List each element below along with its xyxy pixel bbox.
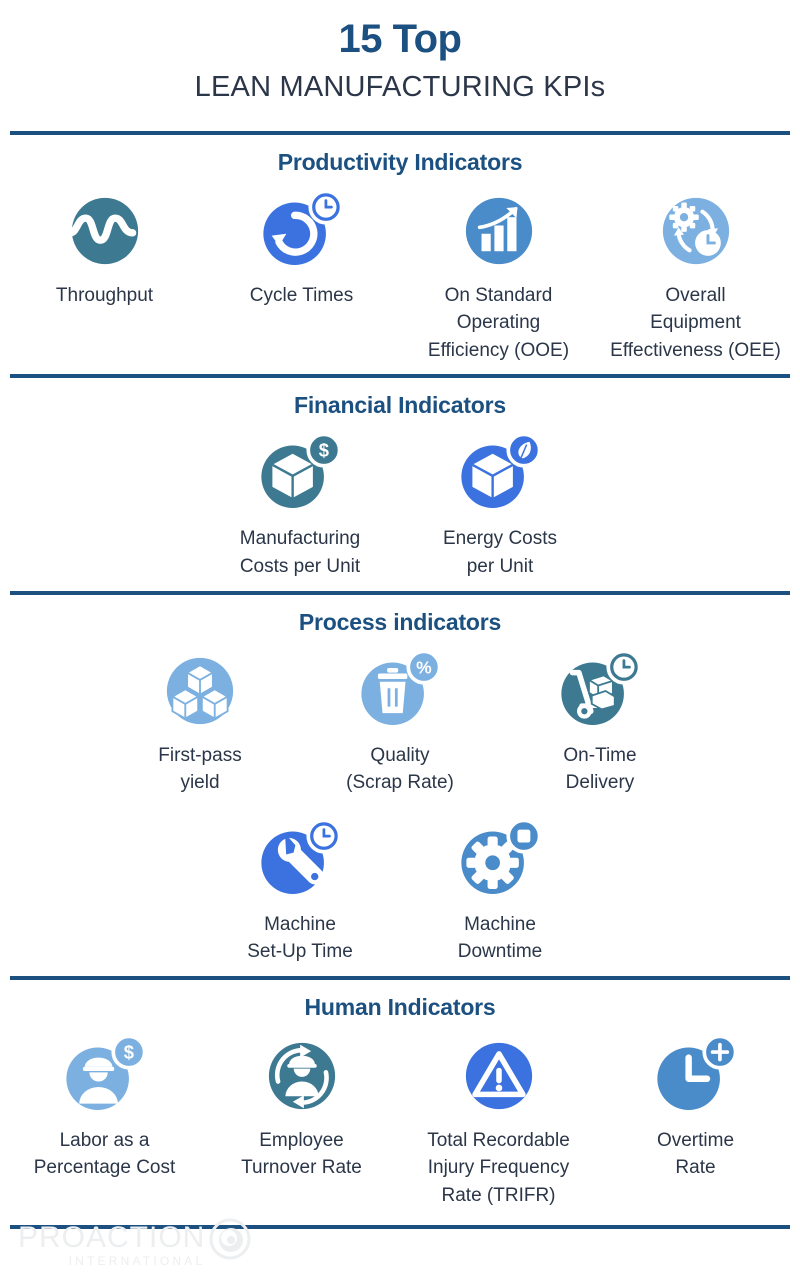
cube-icon (454, 433, 546, 513)
kpi-label: Manufacturing Costs per Unit (239, 528, 361, 577)
footer: PROACTION INTERNATIONAL (0, 1206, 800, 1278)
page-title: 15 Top (338, 17, 462, 61)
divider (10, 590, 790, 595)
kpi-row: $ Manufacturing Costs per Unit Energy Cost… (0, 433, 800, 580)
page-subtitle: LEAN MANUFACTURING KPIs (194, 71, 606, 103)
section-title: Process indicators (298, 608, 502, 635)
kpi-label: Quality (Scrap Rate) (346, 744, 454, 794)
divider (10, 374, 790, 379)
kpi-label: Overall Equipment Effectiveness (OEE) (610, 284, 781, 361)
kpi-label: First-pass yield (158, 744, 242, 794)
stacked-cubes-icon (154, 652, 246, 730)
kpi-label: Throughput (55, 284, 154, 306)
proaction-logo: PROACTION INTERNATIONAL (18, 1218, 251, 1267)
kpi-label: Overtime Rate (656, 1129, 735, 1179)
svg-text:%: % (416, 657, 432, 677)
circular-arrow-icon (256, 189, 348, 270)
logo-spiral-icon (209, 1218, 251, 1265)
kpi-item[interactable]: Energy Costs per Unit (400, 433, 600, 580)
section-3: Human Indicators $ Labor as a Percentage C… (0, 980, 800, 1220)
logo-text: PROACTION INTERNATIONAL (18, 1220, 206, 1268)
warning-triangle-icon (453, 1037, 545, 1115)
gear-cycle-clock-icon (650, 192, 742, 270)
kpi-item[interactable]: On-Time Delivery (500, 649, 700, 797)
kpi-item[interactable]: Employee Turnover Rate (203, 1037, 400, 1182)
kpi-label: Employee Turnover Rate (241, 1129, 362, 1179)
kpi-item[interactable]: Cycle Times (203, 189, 400, 310)
gear-icon (454, 818, 546, 899)
kpi-item[interactable]: Machine Downtime (400, 818, 600, 966)
kpi-item[interactable]: First-pass yield (100, 652, 300, 797)
divider (10, 130, 790, 135)
kpi-label: On-Time Delivery (563, 744, 637, 794)
kpi-item[interactable]: Machine Set-Up Time (200, 818, 400, 966)
kpi-item[interactable]: % Quality (Scrap Rate) (300, 649, 500, 797)
wrench-icon (254, 818, 346, 899)
kpi-item[interactable]: Throughput (6, 192, 203, 310)
section-title: Productivity Indicators (277, 148, 523, 175)
kpi-item[interactable]: $ Manufacturing Costs per Unit (200, 433, 400, 580)
kpi-row: Machine Set-Up Time Machine Downtime (0, 818, 800, 966)
header: 15 Top LEAN MANUFACTURING KPIs (0, 0, 800, 105)
kpi-label: Cycle Times (249, 284, 354, 306)
kpi-row: First-pass yield% Quality (Scrap Rate) On-… (0, 649, 800, 797)
divider (10, 1225, 790, 1230)
divider (10, 975, 790, 980)
svg-text:$: $ (123, 1041, 133, 1062)
kpi-item[interactable]: $ Labor as a Percentage Cost (6, 1034, 203, 1182)
trash-can-icon: % (354, 649, 446, 730)
kpi-label: Machine Downtime (457, 913, 543, 963)
kpi-label: Energy Costs per Unit (442, 528, 558, 577)
section-title: Financial Indicators (294, 392, 506, 419)
clock-icon (650, 1034, 742, 1115)
cube-icon: $ (254, 433, 346, 513)
wave-circle-icon (59, 192, 151, 270)
kpi-label: Total Recordable Injury Frequency Rate (… (427, 1129, 570, 1206)
kpi-label: Machine Set-Up Time (247, 913, 353, 963)
kpi-item[interactable]: Overall Equipment Effectiveness (OEE) (597, 192, 794, 365)
kpi-row: $ Labor as a Percentage Cost Employee Turn… (0, 1034, 800, 1210)
kpi-label: On Standard Operating Efficiency (OOE) (427, 284, 570, 361)
kpi-item[interactable]: On Standard Operating Efficiency (OOE) (400, 192, 597, 365)
kpi-row: Throughput Cycle Times On Standard Operati… (0, 189, 800, 365)
svg-text:$: $ (319, 440, 329, 461)
kpi-label: Labor as a Percentage Cost (33, 1129, 176, 1179)
worker-icon: $ (59, 1034, 151, 1115)
section-title: Human Indicators (304, 993, 496, 1020)
bar-chart-growth-icon (453, 192, 545, 270)
section-1: Financial Indicators $ Manufacturing Costs… (0, 378, 800, 590)
hand-truck-icon (554, 649, 646, 730)
logo-tagline: INTERNATIONAL (68, 1253, 206, 1268)
logo-wordmark: PROACTION (18, 1220, 206, 1254)
worker-turnover-icon (256, 1037, 348, 1115)
kpi-item[interactable]: Overtime Rate (597, 1034, 794, 1182)
kpi-item[interactable]: Total Recordable Injury Frequency Rate (… (400, 1037, 597, 1210)
